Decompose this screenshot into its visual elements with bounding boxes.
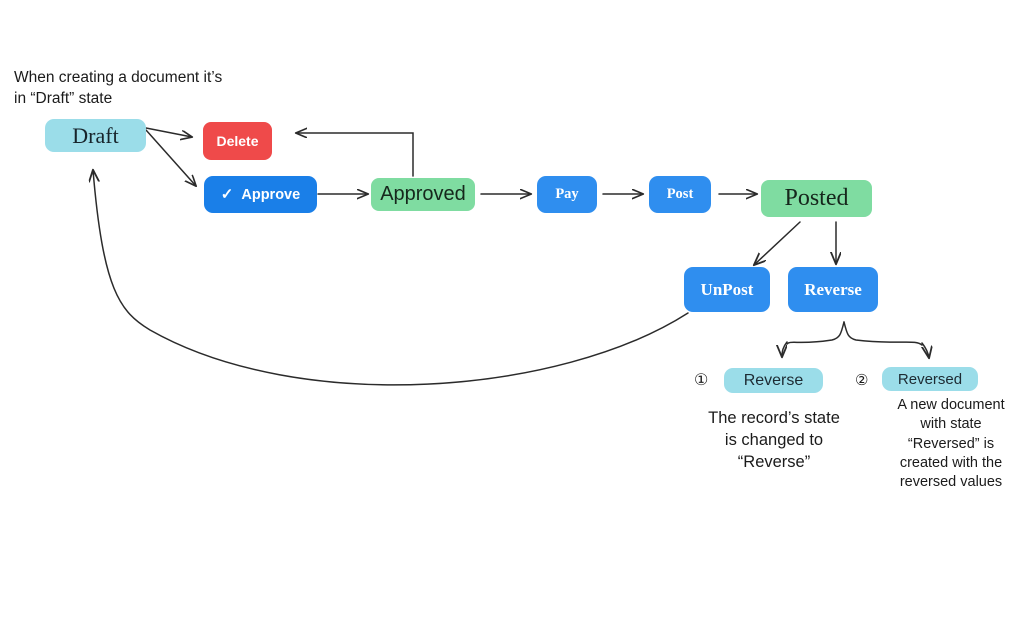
outcome-1-caption-line-2: is changed to (724, 430, 824, 449)
outcome-2-marker: ② (855, 373, 869, 389)
button-post-label: Post (666, 186, 694, 202)
brace-reverse-outcomes (786, 321, 845, 345)
outcome-2-caption-line-5: reversed values (899, 474, 1003, 491)
state-reverse-chip[interactable]: Reverse (724, 368, 823, 393)
button-reverse-label: Reverse (804, 279, 862, 299)
outcome-2-caption-line-4: created with the (899, 454, 1003, 471)
state-draft[interactable]: Draft (45, 119, 146, 152)
outcome-2-caption-line-1: A new document (897, 397, 1005, 413)
state-reversed-chip-label: Reversed (897, 370, 963, 388)
button-pay-label: Pay (555, 186, 579, 202)
outcome-1-caption: The record’s state is changed to “Revers… (674, 408, 874, 474)
arrow-approved-to-delete (296, 133, 414, 177)
intro-note: When creating a document it’s in “Draft”… (14, 68, 222, 110)
button-post[interactable]: Post (649, 176, 711, 213)
button-delete-label: Delete (216, 133, 259, 149)
outcome-1-marker: ① (694, 372, 709, 389)
brace-reverse-outcomes-right (843, 321, 923, 346)
button-pay[interactable]: Pay (537, 176, 597, 213)
outcome-2-caption: A new document with state “Reversed” is … (880, 396, 1022, 492)
button-delete[interactable]: Delete (203, 122, 272, 160)
arrow-draft-to-approve (145, 129, 196, 186)
button-reverse[interactable]: Reverse (788, 267, 878, 312)
outcome-1-caption-line-1: The record’s state (708, 409, 840, 427)
arrow-posted-to-unpost (754, 221, 801, 265)
state-posted[interactable]: Posted (761, 180, 872, 217)
state-reversed-chip[interactable]: Reversed (882, 367, 978, 391)
arrow-draft-to-delete (145, 127, 192, 137)
outcome-2-caption-line-3: “Reversed” is (907, 435, 995, 452)
check-icon: ✓ (220, 186, 234, 203)
outcome-2-caption-line-2: with state (920, 416, 982, 433)
state-posted-label: Posted (784, 185, 849, 211)
intro-note-line-1: When creating a document it’s (14, 69, 223, 86)
outcome-1-caption-line-3: “Reverse” (737, 452, 811, 471)
button-unpost[interactable]: UnPost (684, 267, 770, 312)
button-approve[interactable]: ✓ Approve (204, 176, 317, 213)
arrow-brace-right-down (922, 342, 929, 358)
button-unpost-label: UnPost (700, 279, 754, 299)
state-reverse-chip-label: Reverse (743, 371, 804, 389)
button-approve-label: Approve (241, 186, 301, 203)
state-approved[interactable]: Approved (371, 178, 475, 211)
state-draft-label: Draft (72, 122, 119, 148)
arrow-brace-left-down (782, 341, 788, 357)
intro-note-line-2: in “Draft” state (14, 89, 113, 107)
state-approved-label: Approved (380, 183, 466, 205)
